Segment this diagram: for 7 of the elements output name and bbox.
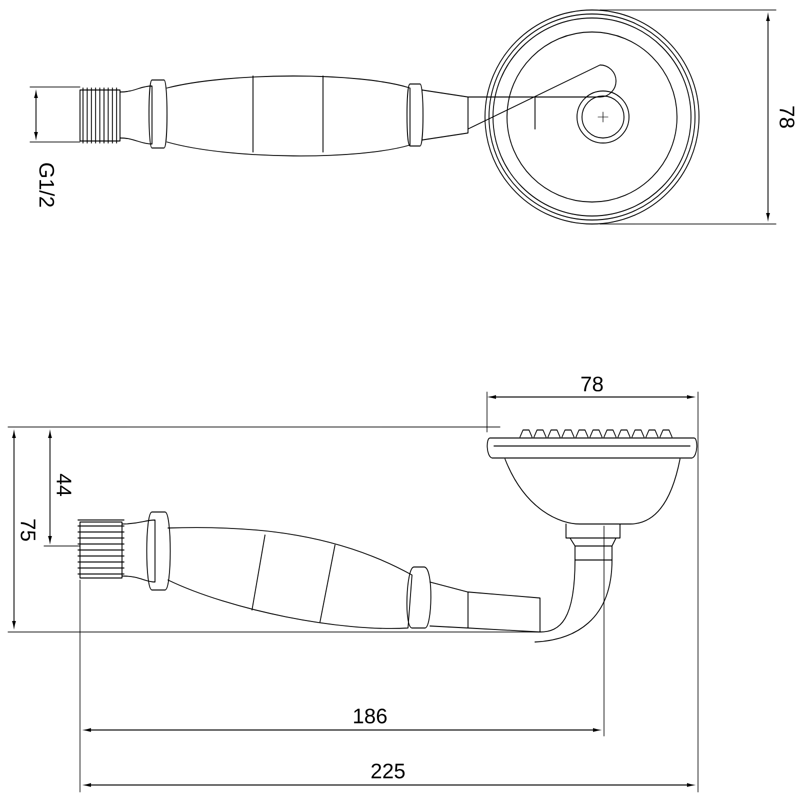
dimension-label: 44 xyxy=(56,474,72,496)
dimension-label: 78 xyxy=(780,106,794,128)
dimension-label: 75 xyxy=(20,519,36,541)
dimension-label: G1/2 xyxy=(39,163,55,207)
dimension-label: 78 xyxy=(581,376,603,392)
dimension-label: 186 xyxy=(354,708,387,724)
dimension-label: 225 xyxy=(372,764,405,778)
